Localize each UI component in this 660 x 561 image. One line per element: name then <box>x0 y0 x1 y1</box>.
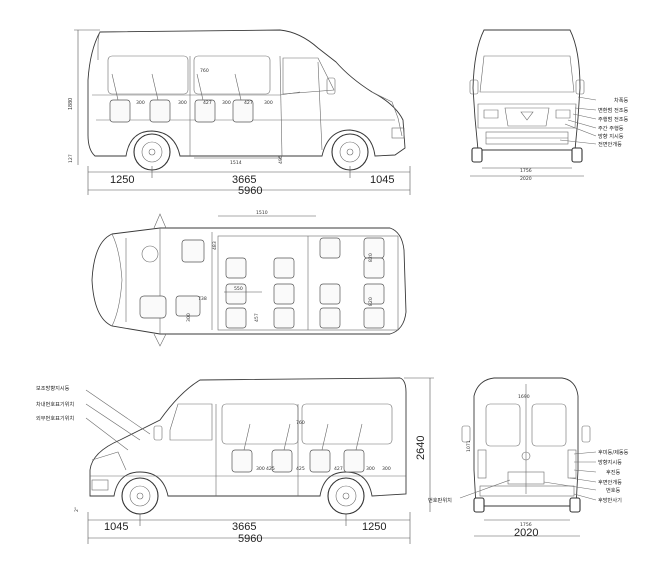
front-label-1: 차폭등 <box>614 96 629 104</box>
front-label-3: 주행범 전조등 <box>598 115 629 123</box>
bottom-seat-dim-3: 425 <box>296 466 305 472</box>
rear-width-a: 1756 <box>520 522 532 528</box>
bottom-label-1: 보조방향지시등 <box>36 384 70 392</box>
side-view: 300 300 427 300 427 300 760 1514 495 188… <box>68 29 411 197</box>
bottom-seat-dim-2: 425 <box>266 466 275 472</box>
wheelbase: 3665 <box>232 174 256 186</box>
step-height: 495 <box>278 155 284 164</box>
bottom-wheelbase: 3665 <box>232 521 256 533</box>
front-label-5: 방향 지시등 <box>598 132 624 140</box>
rear-view: 1690 1071 후미등/제동등 방향지시등 후진등 후면안개등 번호등 후방… <box>428 377 629 539</box>
front-label-4: 주간 주행등 <box>598 125 624 132</box>
seat-dim-2: 300 <box>178 100 187 106</box>
seat-dim-4: 300 <box>222 100 231 106</box>
bottom-label-3: 외부번호표기위치 <box>36 414 74 422</box>
bottom-label-2: 차내번호표기위치 <box>36 400 74 408</box>
front-label-6: 전면안개등 <box>598 140 622 148</box>
rear-bottom-label: 번호판위치 <box>428 496 452 504</box>
overall-length: 5960 <box>238 185 262 197</box>
bottom-seat-dim-6: 300 <box>382 466 391 472</box>
rear-side-dim: 1071 <box>466 440 472 452</box>
rear-label-4: 후면안개등 <box>598 478 622 486</box>
rear-label-3: 후진등 <box>606 469 621 476</box>
top-dim-4: 457 <box>254 313 260 322</box>
top-seats <box>225 237 385 329</box>
bottom-front-overhang: 1045 <box>104 521 128 533</box>
side-seats <box>109 73 254 123</box>
bottom-rear-overhang: 1250 <box>362 521 386 533</box>
top-dim-width: 1510 <box>256 210 268 216</box>
top-dim-6: 820 <box>368 297 374 306</box>
top-dim-2: 550 <box>234 286 243 292</box>
rear-label-1: 후미등/제동등 <box>598 448 629 456</box>
bottom-small: 2° <box>74 507 80 512</box>
front-overhang: 1045 <box>370 174 394 186</box>
rear-top-dim: 1690 <box>518 394 530 400</box>
top-dim-1: 483 <box>212 241 218 250</box>
bottom-seat-dim-4: 427 <box>334 466 343 472</box>
side-small: 127 <box>68 154 74 163</box>
front-width-b: 2020 <box>520 176 532 182</box>
bottom-overall-length: 5960 <box>238 533 262 545</box>
seat-dim-1: 300 <box>136 100 145 106</box>
bottom-height: 2640 <box>415 436 427 460</box>
side-height: 1880 <box>68 98 74 110</box>
seat-dim-6: 300 <box>264 100 273 106</box>
front-label-2: 변환범 전조등 <box>598 106 629 114</box>
interior-height: 760 <box>200 68 209 74</box>
bottom-interior-h: 760 <box>296 420 305 426</box>
rear-overhang: 1250 <box>110 174 134 186</box>
seat-dim-5: 427 <box>244 100 253 106</box>
front-width-a: 1756 <box>520 168 532 174</box>
top-view: 1510 483 550 738 457 820 820 300 <box>91 210 407 347</box>
floor-length: 1514 <box>230 160 242 166</box>
front-view: 차폭등 변환범 전조등 주행범 전조등 주간 주행등 방향 지시등 전면안개등 … <box>469 29 629 182</box>
bottom-seat-dim-1: 300 <box>256 466 265 472</box>
bottom-seat-dim-5: 300 <box>366 466 375 472</box>
rear-label-6: 후방반사기 <box>598 496 622 504</box>
bottom-side-view: 300 425 425 427 300 300 760 보조방향지시등 차내번호… <box>36 377 434 545</box>
top-dim-3: 738 <box>198 296 207 302</box>
rear-label-2: 방향지시등 <box>598 458 622 466</box>
top-dim-7: 300 <box>186 313 192 322</box>
rear-width-b: 2020 <box>514 527 538 539</box>
top-dim-5: 820 <box>368 253 374 262</box>
bottom-seats <box>231 423 365 473</box>
rear-label-5: 번호등 <box>606 486 621 494</box>
seat-dim-3: 427 <box>203 100 212 106</box>
